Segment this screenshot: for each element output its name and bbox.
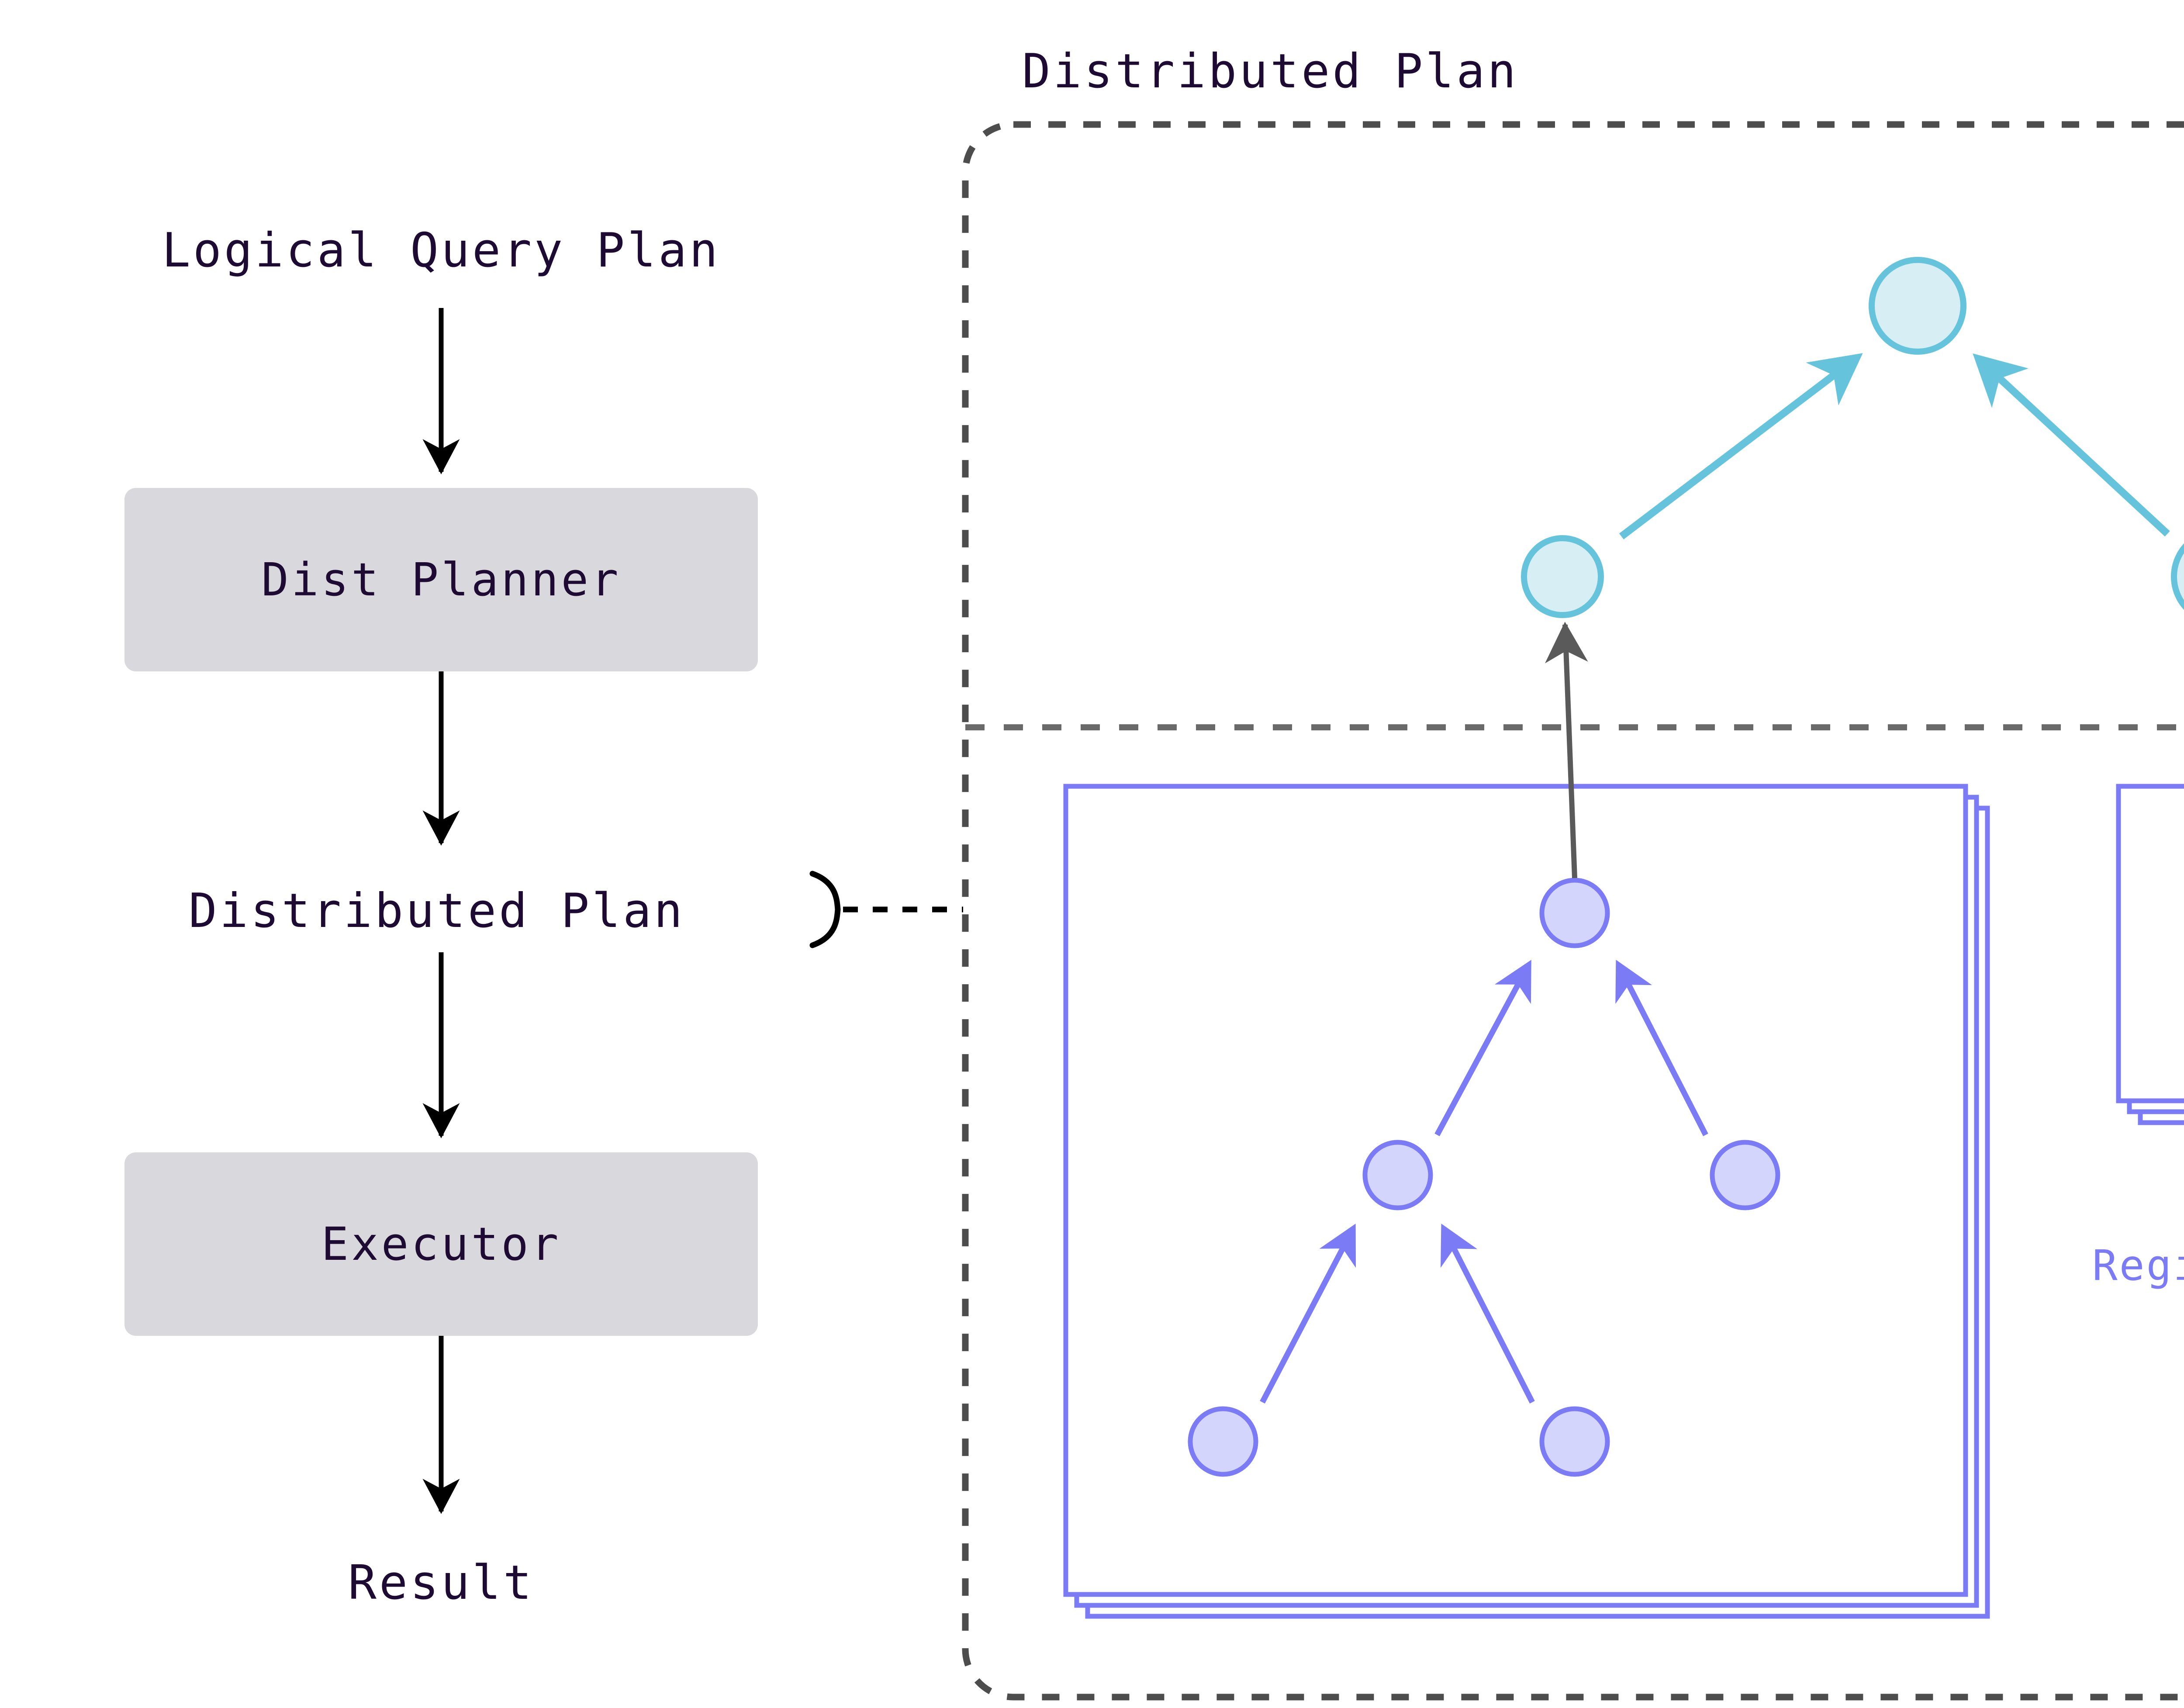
frontend-node-right[interactable] [2171,531,2184,622]
region-left-node-leaf-1[interactable] [1188,1406,1258,1477]
executor-label: Executor [321,1217,561,1271]
frontend-node-root[interactable] [1869,257,1966,355]
frontend-edge-left-to-root [1619,353,1863,539]
distplan-brace-icon [809,871,841,948]
region-left-node-child-2[interactable] [1710,1140,1780,1210]
region-left-node-leaf-2[interactable] [1539,1406,1610,1477]
region-left-edge-g2-c1 [1441,1224,1535,1404]
distributed-plan-label: Distributed Plan [189,884,685,938]
logical-query-plan-label: Logical Query Plan [162,223,720,278]
frontend-edge-right-to-root [1973,353,2170,537]
result-label: Result [348,1556,534,1610]
region-left-node-child-1[interactable] [1362,1140,1433,1210]
regions-label: Regions [2092,1241,2184,1290]
region-left-node-root[interactable] [1539,878,1610,948]
distributed-plan-container-caption: Distributed Plan [1022,44,1518,99]
region-box-right-copy-1[interactable] [2116,784,2184,1103]
frontend-node-left[interactable] [1521,535,1604,618]
stage-link-left [1545,622,1588,878]
region-left-edge-c1-root [1434,960,1531,1137]
dist-planner-box[interactable] [124,488,758,671]
dist-planner-label: Dist Planner [261,553,621,606]
region-left-edge-g1-c1 [1260,1224,1356,1404]
executor-box[interactable] [124,1152,758,1336]
region-left-edge-c2-root [1615,960,1708,1136]
region-box-left-copy-1[interactable] [1063,784,1968,1597]
